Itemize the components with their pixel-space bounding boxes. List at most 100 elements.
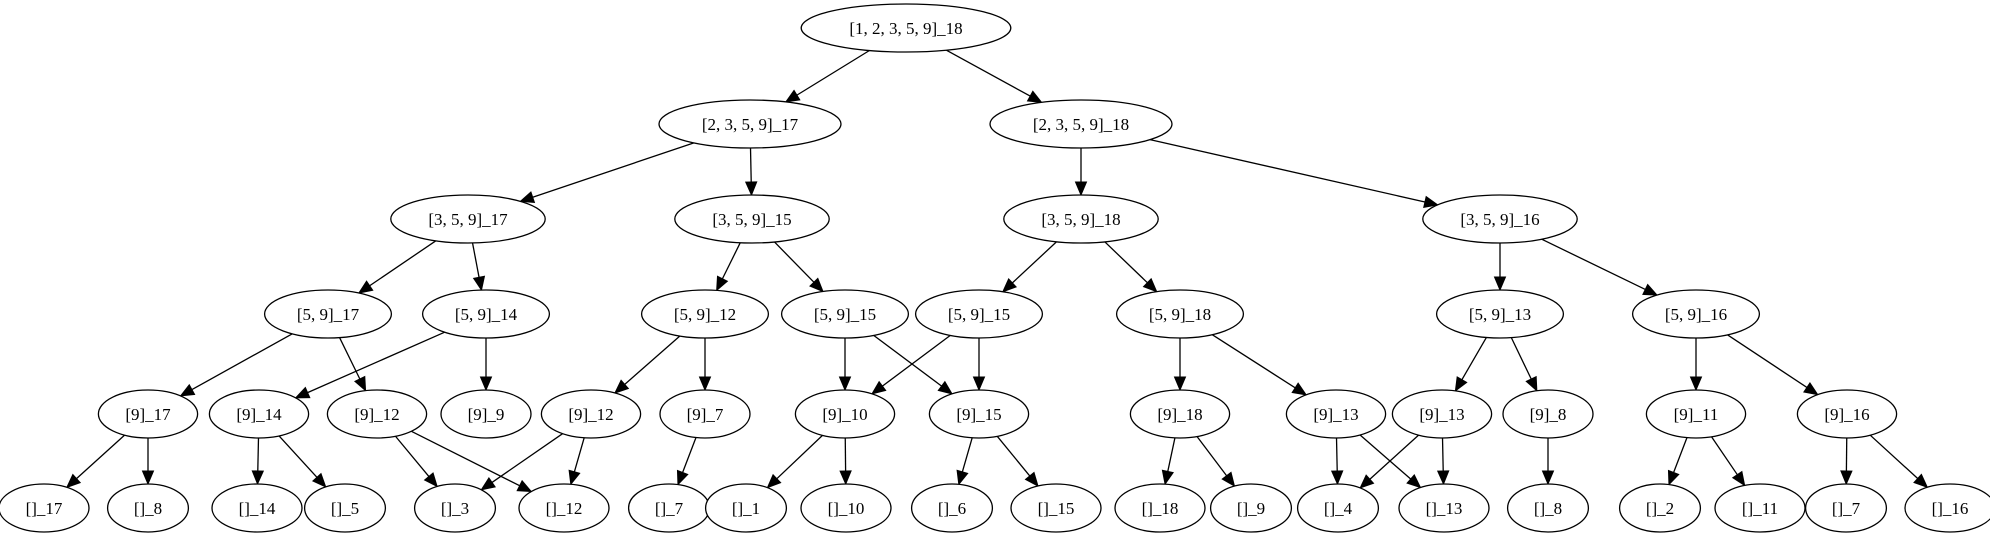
- tree-node-n25: [9]_13: [1285, 389, 1387, 439]
- node-label: []_8: [1534, 499, 1562, 518]
- arrowhead: [479, 376, 493, 392]
- node-ellipse: [1296, 483, 1380, 533]
- arrowhead: [716, 275, 729, 292]
- arrowhead: [1840, 470, 1853, 486]
- tree-node-n33: []_5: [303, 483, 387, 533]
- edge-n22-n37: [766, 434, 823, 489]
- edge-line: [946, 49, 1031, 97]
- arrowhead: [480, 476, 496, 491]
- node-ellipse: [0, 483, 90, 533]
- node-label: [9]_12: [568, 405, 613, 424]
- node-ellipse: [659, 389, 751, 439]
- edge-line: [721, 242, 741, 280]
- arrowhead: [613, 379, 630, 394]
- edge-n17-n32: [251, 437, 265, 486]
- node-ellipse: [928, 389, 1030, 439]
- edge-line: [471, 242, 480, 278]
- node-ellipse: [1796, 389, 1898, 439]
- edge-line: [682, 437, 697, 473]
- node-ellipse: [640, 289, 770, 339]
- tree-node-n10: [5, 9]_12: [640, 289, 770, 339]
- arrowhead: [784, 89, 801, 103]
- edge-n3-n7: [1149, 139, 1439, 208]
- edge-line: [1359, 434, 1412, 480]
- tree-node-n47: []_11: [1714, 483, 1806, 533]
- node-label: [1, 2, 3, 5, 9]_18: [849, 19, 962, 38]
- arrowhead: [972, 376, 986, 392]
- edge-n14-n26: [1454, 337, 1487, 393]
- edge-line: [191, 333, 293, 391]
- arrowhead: [676, 469, 689, 486]
- edge-line: [532, 142, 695, 198]
- node-ellipse: [914, 289, 1044, 339]
- node-label: [9]_13: [1313, 405, 1358, 424]
- node-label: []_7: [655, 499, 684, 518]
- node-ellipse: [1398, 483, 1490, 533]
- edge-line: [1104, 241, 1148, 284]
- arrowhead: [1493, 276, 1507, 292]
- edge-line: [76, 434, 126, 480]
- edge-line: [1196, 436, 1228, 477]
- edge-n24-n42: [1196, 436, 1236, 488]
- node-ellipse: [440, 389, 532, 439]
- node-label: [5, 9]_12: [674, 305, 736, 324]
- node-label: [3, 5, 9]_15: [712, 210, 791, 229]
- node-label: [3, 5, 9]_16: [1460, 210, 1539, 229]
- node-label: [5, 9]_17: [297, 305, 360, 324]
- edge-n6-n13: [1104, 241, 1158, 293]
- node-ellipse: [421, 289, 551, 339]
- edge-line: [996, 435, 1031, 477]
- node-label: []_10: [828, 499, 865, 518]
- tree-node-n46: []_2: [1618, 483, 1702, 533]
- arrowhead: [65, 473, 82, 489]
- edge-n25-n43: [1330, 437, 1344, 486]
- node-ellipse: [1129, 389, 1231, 439]
- arrowhead: [1359, 474, 1375, 489]
- arrowhead: [357, 280, 374, 294]
- arrowhead: [1525, 375, 1538, 392]
- node-ellipse: [1010, 483, 1102, 533]
- tree-node-n22: [9]_10: [794, 389, 896, 439]
- node-label: []_8: [134, 499, 162, 518]
- tree-node-n28: [9]_11: [1645, 389, 1747, 439]
- edge-n4-n9: [471, 242, 486, 292]
- tree-node-n43: []_4: [1296, 483, 1380, 533]
- node-label: []_17: [26, 499, 63, 518]
- node-ellipse: [1115, 289, 1245, 339]
- node-ellipse: [303, 483, 387, 533]
- tree-node-n38: []_10: [800, 483, 892, 533]
- edge-line: [257, 437, 260, 472]
- edge-n1-n3: [946, 49, 1043, 103]
- edge-line: [796, 49, 870, 96]
- node-ellipse: [674, 194, 830, 244]
- node-ellipse: [1114, 483, 1206, 533]
- arrowhead: [519, 191, 536, 203]
- node-ellipse: [1435, 289, 1565, 339]
- node-ellipse: [211, 483, 303, 533]
- node-label: []_3: [441, 499, 469, 518]
- edge-n26-n44: [1436, 437, 1450, 486]
- tree-node-n40: []_15: [1010, 483, 1102, 533]
- node-label: [5, 9]_13: [1469, 305, 1531, 324]
- edge-n3-n6: [1074, 148, 1088, 197]
- tree-node-n42: []_9: [1209, 483, 1293, 533]
- edge-line: [1335, 437, 1338, 472]
- node-label: [9]_18: [1157, 405, 1202, 424]
- tree-node-n17: [9]_14: [208, 389, 310, 439]
- node-label: []_13: [1426, 499, 1463, 518]
- edge-n29-n48: [1840, 437, 1853, 486]
- edge-line: [873, 334, 942, 387]
- edge-n11-n23: [873, 334, 954, 395]
- node-ellipse: [1645, 389, 1747, 439]
- edge-n11-n22: [838, 338, 852, 392]
- tree-node-n49: []_16: [1904, 483, 1990, 533]
- edge-line: [491, 433, 563, 483]
- tree-node-n16: [9]_17: [97, 389, 199, 439]
- edge-n17-n33: [278, 435, 327, 488]
- node-ellipse: [794, 389, 896, 439]
- arrowhead: [744, 181, 758, 197]
- edge-line: [774, 241, 815, 283]
- arrowhead: [568, 469, 581, 486]
- node-ellipse: [1804, 483, 1888, 533]
- node-label: []_18: [1142, 499, 1179, 518]
